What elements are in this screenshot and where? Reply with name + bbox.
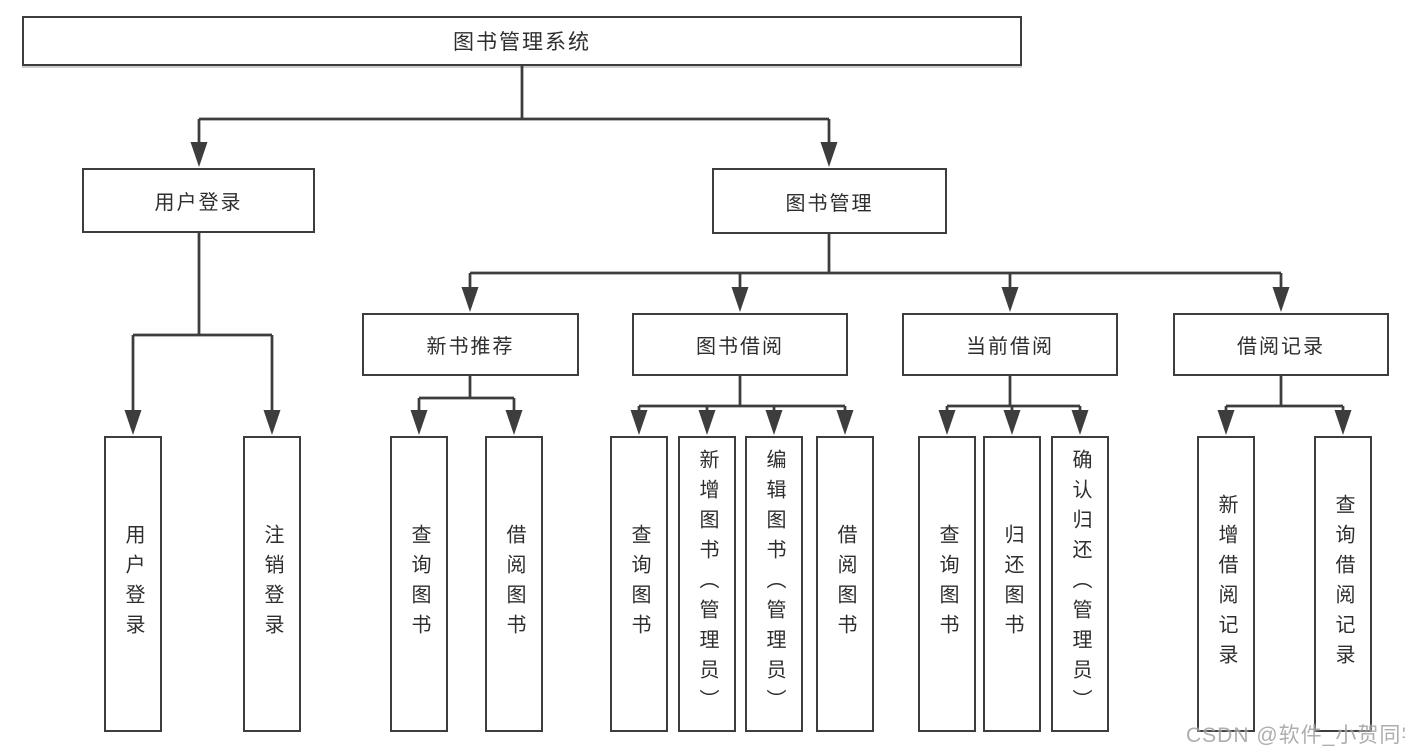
node-book-borrowing: 图书借阅 xyxy=(632,313,848,376)
connector-current-borrowing-to-leaves xyxy=(938,376,1089,435)
leaf-add-books-admin: 新增图书（管理员） xyxy=(678,436,736,732)
connector-root-to-level2 xyxy=(190,66,838,167)
leaf-borrow-books-recommend: 借阅图书 xyxy=(485,436,543,732)
leaf-edit-books-admin: 编辑图书（管理员） xyxy=(745,436,803,732)
leaf-borrow-books-borrowing: 借阅图书 xyxy=(816,436,874,732)
leaf-query-books-recommend: 查询图书 xyxy=(390,436,448,732)
leaf-user-login: 用户登录 xyxy=(104,436,162,732)
connector-borrowing-records-to-leaves xyxy=(1217,376,1352,435)
leaf-add-borrow-record: 新增借阅记录 xyxy=(1197,436,1255,732)
node-new-book-recommend: 新书推荐 xyxy=(362,313,579,376)
leaf-query-books-borrowing: 查询图书 xyxy=(610,436,668,732)
leaf-return-books: 归还图书 xyxy=(983,436,1041,732)
leaf-logout: 注销登录 xyxy=(243,436,301,732)
node-user-login: 用户登录 xyxy=(82,168,315,233)
connector-book-borrowing-to-leaves xyxy=(630,376,854,435)
connector-new-book-to-leaves xyxy=(410,376,523,435)
watermark: CSDN @软件_小贺同学 xyxy=(1186,724,1405,747)
leaf-query-books-current: 查询图书 xyxy=(918,436,976,732)
node-book-management: 图书管理 xyxy=(712,168,947,234)
connector-book-mgmt-to-level3 xyxy=(461,234,1290,312)
connector-user-login-to-leaves xyxy=(124,233,281,435)
node-current-borrowing: 当前借阅 xyxy=(902,313,1118,376)
node-borrowing-records: 借阅记录 xyxy=(1173,313,1389,376)
node-library-system: 图书管理系统 xyxy=(22,16,1022,66)
leaf-query-borrow-record: 查询借阅记录 xyxy=(1314,436,1372,732)
leaf-confirm-return-admin: 确认归还（管理员） xyxy=(1051,436,1109,732)
